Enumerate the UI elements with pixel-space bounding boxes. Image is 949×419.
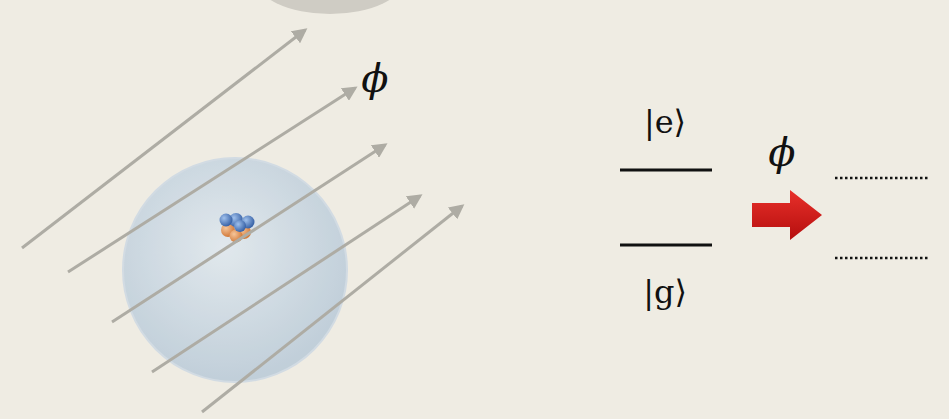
shifted-level (835, 257, 930, 260)
symbol-label: ϕ (768, 132, 795, 172)
partial-shape (255, 0, 405, 14)
ground-level (620, 244, 712, 247)
symbol-label: |e⟩ (644, 106, 686, 138)
shifted-level (835, 177, 930, 180)
field-arrows (22, 30, 462, 412)
symbol-label: |g⟩ (643, 276, 687, 308)
nucleus (220, 213, 255, 243)
transform-arrow (752, 190, 822, 240)
symbol-label: ϕ (361, 58, 388, 98)
excited-level (620, 169, 712, 172)
